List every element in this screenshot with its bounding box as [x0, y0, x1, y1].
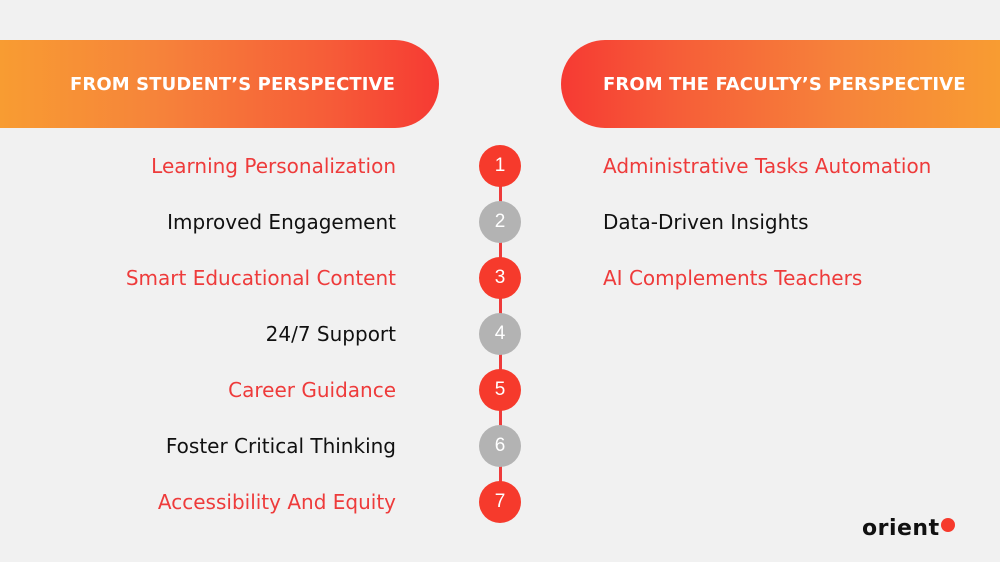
step-marker-4: 4: [479, 313, 521, 355]
student-perspective-banner: FROM STUDENT’S PERSPECTIVE: [0, 40, 439, 128]
student-benefit-item: Improved Engagement: [167, 210, 396, 234]
faculty-perspective-title: FROM THE FACULTY’S PERSPECTIVE: [603, 73, 966, 95]
logo-wordmark: orient: [862, 516, 940, 541]
faculty-benefit-item: AI Complements Teachers: [603, 266, 863, 290]
faculty-benefits-list: Administrative Tasks Automation Data-Dri…: [603, 138, 931, 306]
step-marker-1: 1: [479, 145, 521, 187]
faculty-benefit-item: Data-Driven Insights: [603, 210, 809, 234]
step-marker-3: 3: [479, 257, 521, 299]
faculty-perspective-banner: FROM THE FACULTY’S PERSPECTIVE: [561, 40, 1000, 128]
student-benefits-list: Learning Personalization Improved Engage…: [126, 138, 396, 530]
faculty-benefit-item: Administrative Tasks Automation: [603, 154, 932, 178]
step-marker-6: 6: [479, 425, 521, 467]
logo-dot-icon: [940, 518, 955, 532]
step-marker-7: 7: [479, 481, 521, 523]
step-marker-5: 5: [479, 369, 521, 411]
student-benefit-item: Career Guidance: [228, 378, 396, 402]
student-benefit-item: Foster Critical Thinking: [165, 434, 396, 458]
student-benefit-item: 24/7 Support: [265, 322, 396, 346]
student-benefit-item: Learning Personalization: [151, 154, 396, 178]
step-marker-2: 2: [479, 201, 521, 243]
orient-logo: orient: [862, 516, 955, 542]
student-perspective-title: FROM STUDENT’S PERSPECTIVE: [70, 73, 395, 95]
student-benefit-item: Smart Educational Content: [125, 266, 396, 290]
student-benefit-item: Accessibility And Equity: [157, 490, 396, 514]
